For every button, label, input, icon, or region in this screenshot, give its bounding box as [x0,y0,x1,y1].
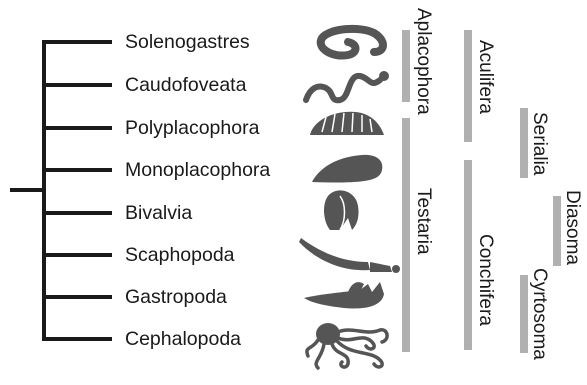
bar-testaria [402,118,410,352]
group-label-serialia: Serialia [530,112,549,175]
bar-aplacophora [402,30,410,102]
bar-conchifera [464,160,472,350]
worm-icon [321,29,383,56]
bar-serialia [520,108,528,178]
group-label-diasoma: Diasoma [563,190,582,265]
phylogenetic-tree [10,40,112,341]
worm-icon [306,71,389,100]
group-label-aculifera: Aculifera [476,40,495,114]
bar-diasoma [553,196,561,266]
taxon-label-cephalopoda: Cephalopoda [125,330,241,350]
taxon-label-bivalvia: Bivalvia [125,204,192,224]
taxon-label-scaphopoda: Scaphopoda [125,246,235,266]
taxon-label-solenogastres: Solenogastres [125,33,250,53]
taxon-label-caudofoveata: Caudofoveata [125,76,246,96]
group-label-conchifera: Conchifera [476,234,495,326]
taxon-label-monoplacophora: Monoplacophora [125,161,270,181]
clam-icon [324,190,359,230]
limpet-icon [312,155,382,183]
group-label-cyrtosoma: Cyrtosoma [530,268,549,360]
bar-aculifera [464,30,472,142]
taxon-label-polyplacophora: Polyplacophora [125,119,259,139]
taxon-label-gastropoda: Gastropoda [125,288,227,308]
chiton-icon [310,112,384,135]
tusk-shell-icon [299,238,400,273]
group-label-testaria: Testaria [414,188,433,255]
bar-cyrtosoma [520,275,528,353]
group-label-aplacophora: Aplacophora [414,8,433,115]
slug-icon [304,282,384,308]
octopus-icon [307,323,387,368]
